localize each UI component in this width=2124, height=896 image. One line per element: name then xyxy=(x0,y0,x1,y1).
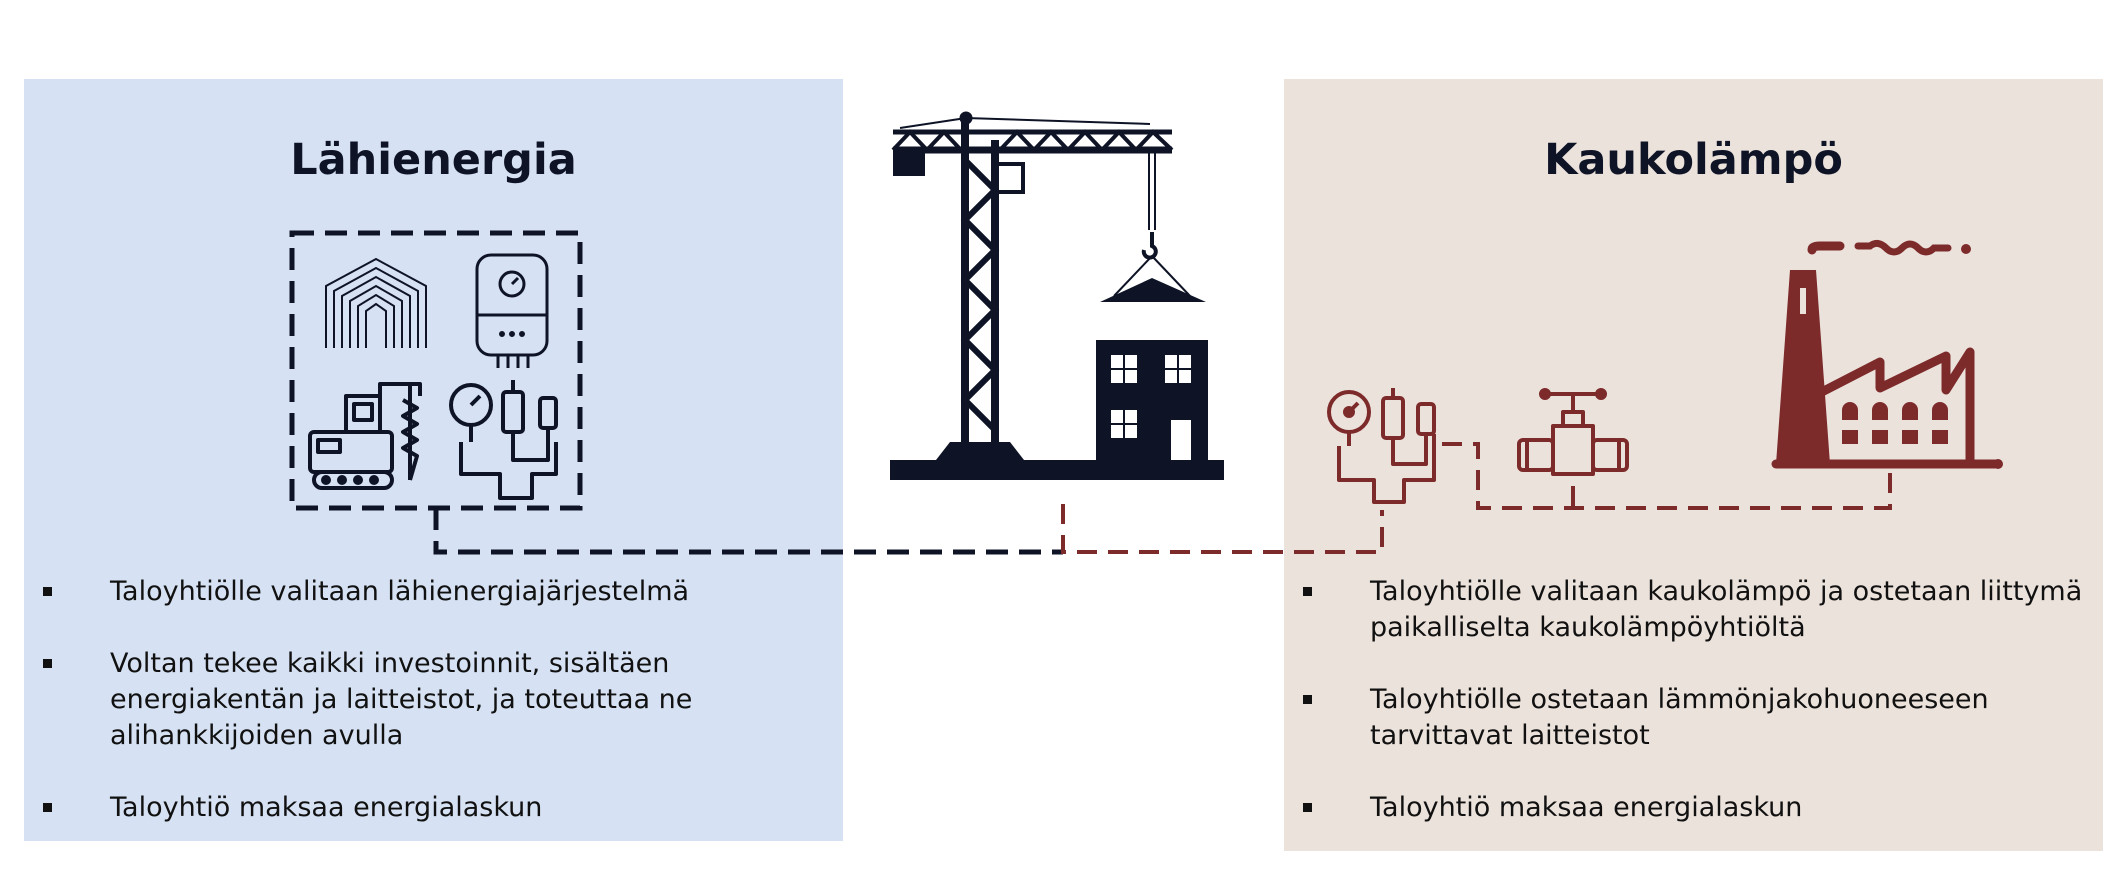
bullet-text: Taloyhtiö maksaa energialaskun xyxy=(110,792,543,823)
bullet-text: Voltan tekee kaikki investoinnit, sisält… xyxy=(110,648,693,751)
boiler-icon xyxy=(475,253,549,368)
heat-pump-station-icon xyxy=(449,380,558,500)
drilling-rig-icon xyxy=(308,382,422,490)
bullet-text: Taloyhtiölle ostetaan lämmönjakohuoneese… xyxy=(1370,684,1989,751)
bullet-text: Taloyhtiölle valitaan lähienergiajärjest… xyxy=(110,576,690,607)
list-item: Taloyhtiölle valitaan lähienergiajärjest… xyxy=(24,574,843,610)
kaukolampo-bullet-list: Taloyhtiölle valitaan kaukolämpö ja oste… xyxy=(1284,574,2103,862)
heat-exchanger-icon xyxy=(1327,388,1436,504)
solar-panel-icon xyxy=(325,257,427,348)
list-item: Voltan tekee kaikki investoinnit, sisält… xyxy=(24,646,843,754)
power-plant-icon xyxy=(1771,239,2003,469)
bullet-text: Taloyhtiölle valitaan kaukolämpö ja oste… xyxy=(1370,576,2083,643)
lahienergia-panel: Lähienergia Taloyhtiölle valitaan lähien… xyxy=(24,79,843,841)
bullet-text: Taloyhtiö maksaa energialaskun xyxy=(1370,792,1803,823)
list-item: Taloyhtiölle valitaan kaukolämpö ja oste… xyxy=(1284,574,2103,646)
building-icon xyxy=(890,278,1224,480)
connector-navy xyxy=(433,508,1063,555)
list-item: Taloyhtiö maksaa energialaskun xyxy=(24,790,843,826)
list-item: Taloyhtiö maksaa energialaskun xyxy=(1284,790,2103,826)
connector-maroon xyxy=(1061,442,1892,554)
valve-icon xyxy=(1517,388,1629,476)
kaukolampo-title: Kaukolämpö xyxy=(1544,135,1843,185)
lahienergia-title: Lähienergia xyxy=(290,135,577,185)
list-item: Taloyhtiölle ostetaan lämmönjakohuoneese… xyxy=(1284,682,2103,754)
tower-crane-icon xyxy=(891,111,1191,460)
lahienergia-bullet-list: Taloyhtiölle valitaan lähienergiajärjest… xyxy=(24,574,843,862)
equipment-group-frame xyxy=(289,230,583,511)
